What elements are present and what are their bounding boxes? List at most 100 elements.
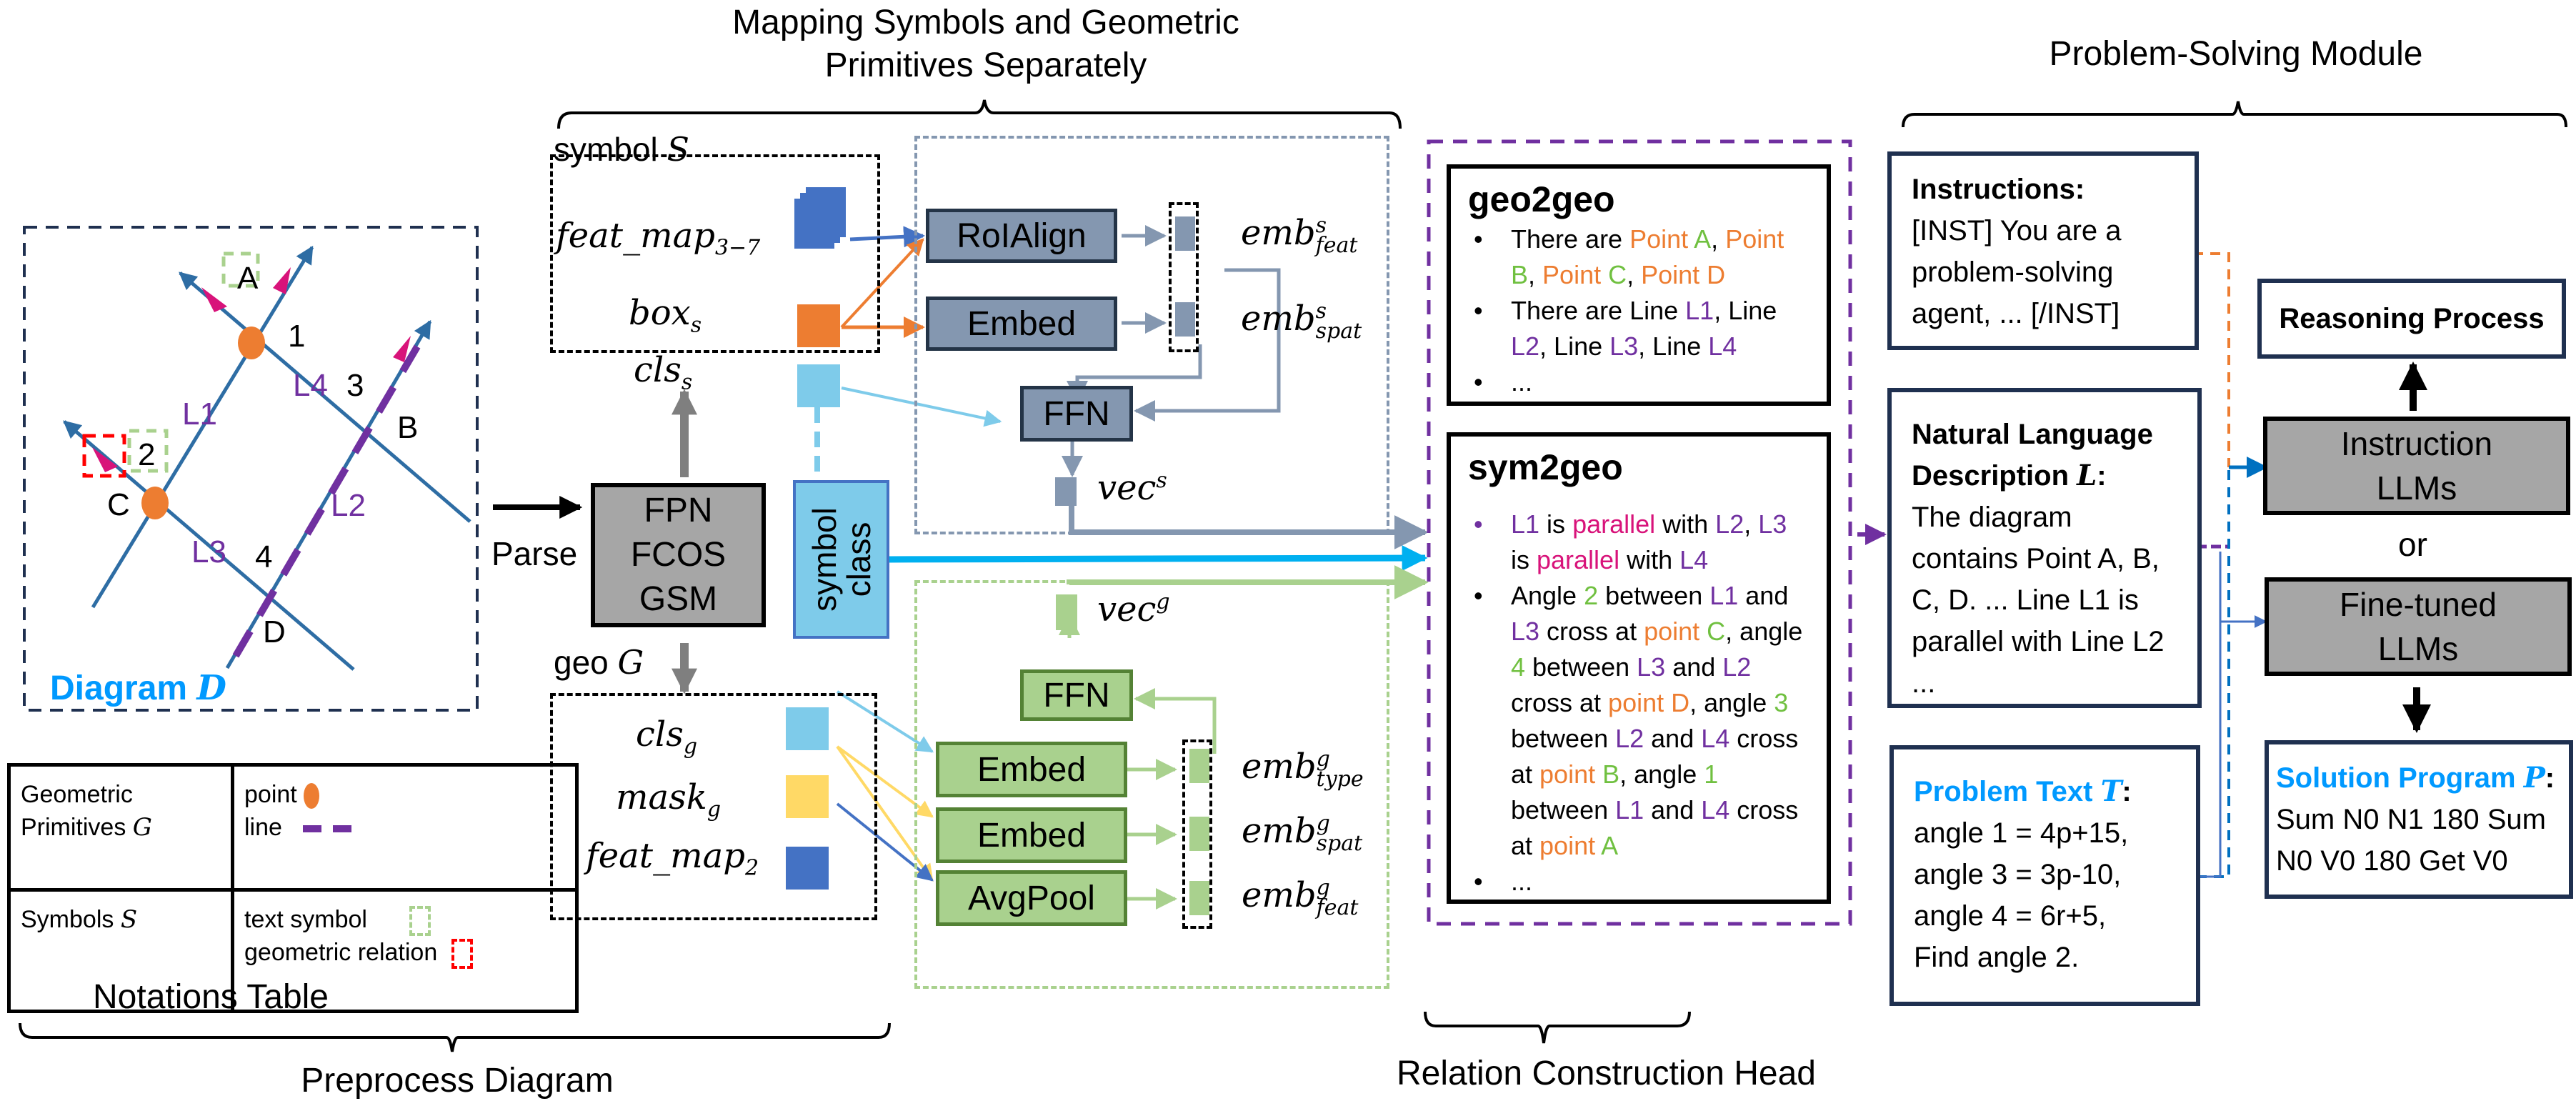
geo-encoder-frame bbox=[914, 580, 1389, 989]
geo-branch-title: geo G bbox=[554, 643, 644, 682]
relation-token: and bbox=[1665, 652, 1723, 682]
emb-s-feat-chip bbox=[1175, 216, 1195, 251]
relation-token: L2 bbox=[1715, 509, 1744, 539]
text-symbol-box-2 bbox=[127, 429, 169, 473]
notation-category: Symbols S bbox=[7, 888, 234, 1013]
relation-token: L3 bbox=[1637, 652, 1666, 682]
cls-to-ffn bbox=[841, 387, 1002, 427]
relation-token: L1 bbox=[1511, 509, 1540, 539]
line-l2-primitive bbox=[232, 337, 425, 658]
relation-token: between bbox=[1525, 652, 1637, 682]
vec-s-label: vecs bbox=[1097, 468, 1167, 508]
roialign-box: RoIAlign bbox=[926, 209, 1117, 263]
or-label: or bbox=[2398, 526, 2427, 563]
relation-token: between bbox=[1511, 795, 1616, 824]
line-l4-label: L4 bbox=[293, 368, 328, 403]
relation-item: ... bbox=[1474, 864, 1809, 900]
relation-token: and bbox=[1644, 795, 1702, 824]
relation-token: , bbox=[1711, 224, 1726, 254]
relation-token: point bbox=[1644, 617, 1707, 646]
angle-1-label: 1 bbox=[288, 319, 306, 354]
parallel-marker-icon bbox=[393, 336, 411, 362]
geometric-relation-legend-icon bbox=[451, 939, 473, 970]
feature-map-stack-icon bbox=[806, 187, 846, 237]
notation-legend: text symbol geometric relation bbox=[231, 888, 579, 1013]
sym2geo-title: sym2geo bbox=[1468, 447, 1623, 487]
parallel-marker-icon bbox=[92, 447, 118, 472]
geo2geo-title: geo2geo bbox=[1468, 179, 1615, 219]
mask-g-chip bbox=[786, 775, 829, 818]
relation-token: Point bbox=[1725, 224, 1784, 254]
relation-token: and bbox=[1644, 724, 1702, 753]
box-s-label: boxs bbox=[629, 293, 702, 338]
parse-label: Parse bbox=[491, 535, 578, 572]
relation-item: There are Line L1, Line L2, Line L3, Lin… bbox=[1474, 293, 1809, 364]
line-l1-label: L1 bbox=[182, 397, 217, 432]
relation-token: between bbox=[1511, 724, 1616, 753]
emb-s-spat-chip bbox=[1175, 302, 1195, 337]
symbol-inputs-frame bbox=[550, 154, 880, 353]
emb-g-spat-chip bbox=[1189, 817, 1209, 851]
point-b-label: B bbox=[397, 410, 419, 445]
line-l3-label: L3 bbox=[191, 534, 226, 569]
mask-g-label: maskg bbox=[616, 777, 722, 822]
relation-item: There are Point A, Point B, Point C, Poi… bbox=[1474, 221, 1809, 293]
text-symbol-legend-icon bbox=[409, 906, 431, 937]
relation-token: is bbox=[1511, 545, 1537, 574]
notation-row-geometric: Geometric Primitives G point line bbox=[7, 763, 579, 892]
cls-chip bbox=[797, 364, 840, 407]
relation-token: and bbox=[1738, 581, 1789, 610]
embed-spat-box: Embed bbox=[936, 807, 1127, 863]
relation-token: 4 bbox=[1511, 652, 1526, 682]
relation-token: point bbox=[1539, 831, 1602, 860]
emb-g-type-chip bbox=[1189, 749, 1209, 783]
emb-g-feat-chip bbox=[1189, 881, 1209, 915]
relation-token: , angle bbox=[1689, 688, 1774, 717]
relation-token: , angle bbox=[1619, 759, 1704, 789]
relation-token: L2 bbox=[1722, 652, 1752, 682]
relation-token: parallel bbox=[1572, 509, 1656, 539]
brace-problem-solving bbox=[1902, 101, 2567, 128]
notation-row-symbols: Symbols S text symbol geometric relation bbox=[7, 888, 579, 1013]
relation-token: cross at bbox=[1511, 795, 1799, 860]
box-chip bbox=[797, 304, 840, 347]
diagram-label: Diagram D bbox=[50, 668, 227, 708]
vec-s-chip bbox=[1055, 477, 1077, 506]
relation-token: is bbox=[1539, 509, 1573, 539]
text-symbol-box-a bbox=[221, 251, 260, 288]
problem-solving-title: Problem-Solving Module bbox=[2049, 35, 2423, 73]
geometric-relation-box bbox=[82, 434, 126, 478]
notations-table: Geometric Primitives G point line Symbol… bbox=[7, 763, 579, 1013]
relation-token: point bbox=[1539, 759, 1603, 789]
vec-g-chip bbox=[1056, 594, 1077, 630]
relation-token: ... bbox=[1511, 367, 1533, 397]
relation-token: L4 bbox=[1701, 795, 1730, 824]
relation-token: There are bbox=[1511, 224, 1630, 254]
mapping-title: Mapping Symbols and Geometric Primitives… bbox=[732, 4, 1239, 84]
relation-token: A bbox=[1601, 831, 1619, 860]
line-l1 bbox=[91, 245, 314, 609]
relation-token: L1 bbox=[1685, 296, 1714, 325]
emb-g-group bbox=[1182, 739, 1212, 929]
relation-token: 3 bbox=[1774, 688, 1789, 717]
point-a-marker bbox=[238, 327, 265, 359]
geo-inputs-frame bbox=[550, 693, 877, 920]
line-legend-icon bbox=[303, 825, 322, 833]
relation-token: C bbox=[1608, 260, 1627, 289]
cls-s-label: clss bbox=[634, 350, 693, 395]
relation-token: 1 bbox=[1704, 759, 1719, 789]
point-a-label: A bbox=[237, 261, 259, 296]
relation-token: B bbox=[1602, 759, 1620, 789]
relation-head-title: Relation Construction Head bbox=[1397, 1055, 1816, 1092]
relation-token: cross at bbox=[1511, 688, 1609, 717]
relation-token: , bbox=[1744, 509, 1759, 539]
relation-token: point D bbox=[1608, 688, 1690, 717]
